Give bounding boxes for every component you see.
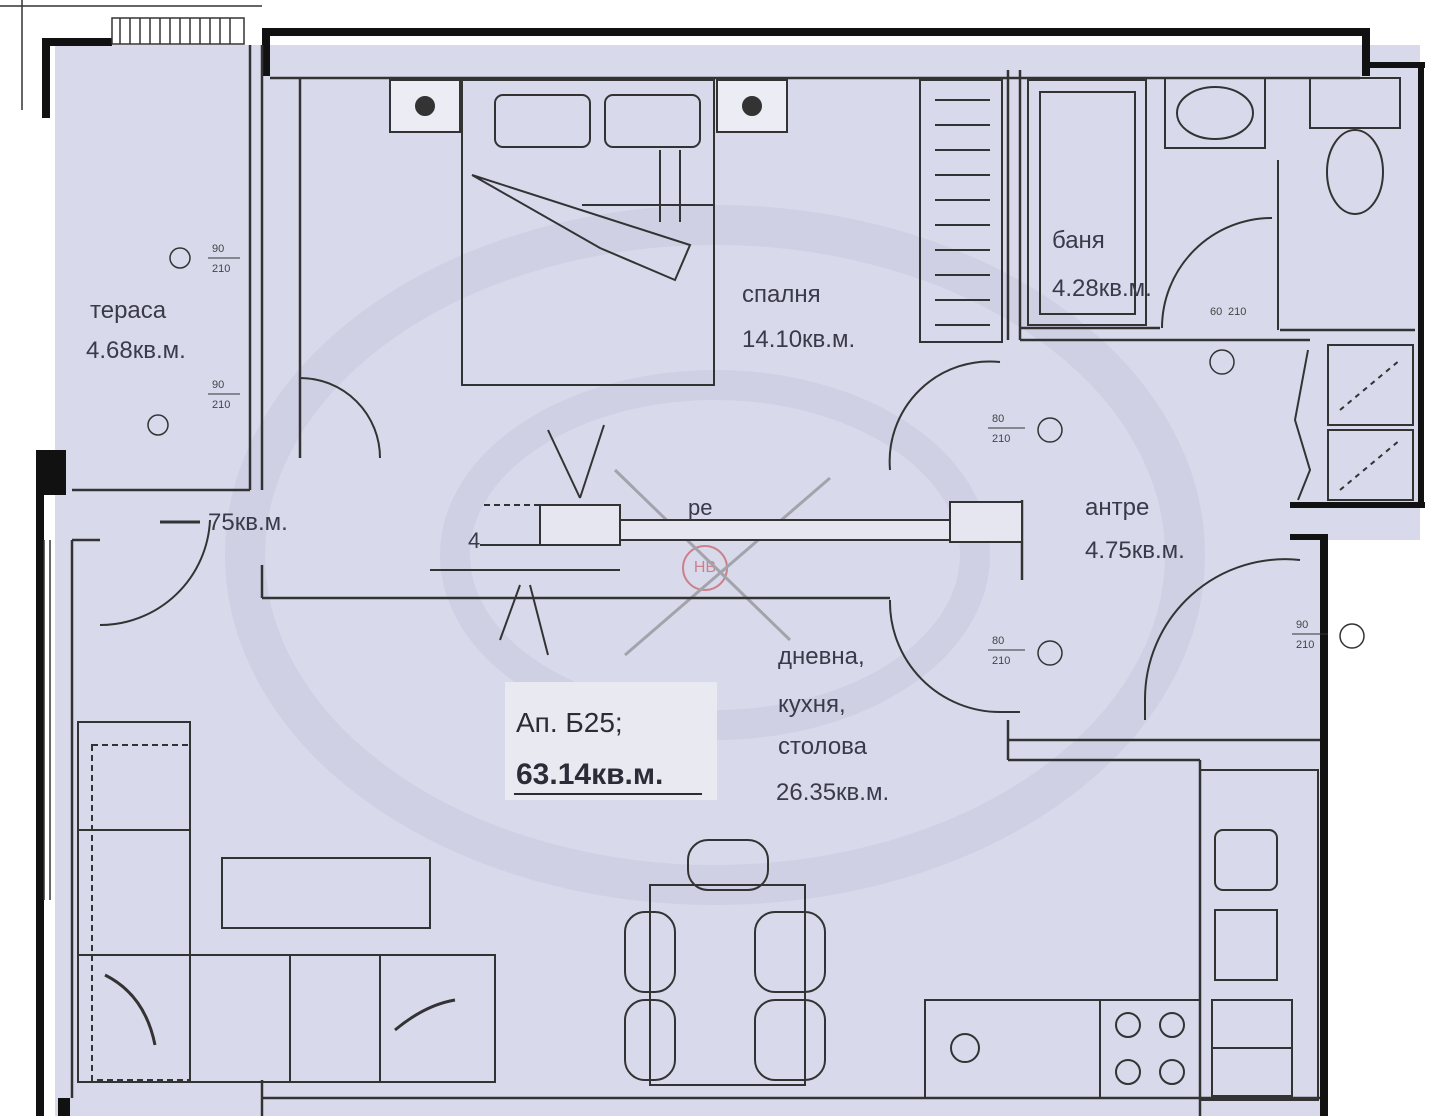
door-dim-top: 60 [1210,306,1222,318]
toilet [1309,77,1401,215]
double-bed [461,79,715,386]
door-dim-top: 90 [212,379,224,391]
small-room-area: 75кв.м. [208,509,288,536]
kitchen-counter [924,769,1319,1101]
door-dim-bottom: 210 [212,263,230,275]
door-tag-terrace-a: 90 210 [169,243,240,275]
bedroom-name: спалня [742,281,821,308]
nightstands [389,79,788,133]
terrace-area: 4.68кв.м. [86,337,186,364]
bathroom-area: 4.28кв.м. [1052,275,1152,302]
door-dim-top: 80 [992,413,1004,425]
apartment-label: Ап. Б25; 63.14кв.м. [505,682,717,800]
washbasin [1164,77,1266,149]
door-tag-entry: 90 210 [1292,619,1365,651]
door-tag-bath: 60 210 [1209,306,1246,375]
corridor-segment [430,501,1023,571]
living-name-line3: столова [778,733,868,760]
living-area: 26.35кв.м. [776,779,889,806]
living-name-line2: кухня, [778,691,846,718]
bathroom-name: баня [1052,227,1105,254]
coffee-table [221,857,431,929]
door-dim-bottom: 210 [992,655,1010,667]
watermark-text: НВ [694,559,716,576]
door-dim-bottom: 210 [992,433,1010,445]
door-tag-hall: 80 210 [988,413,1063,445]
hallway-area: 4.75кв.м. [1085,537,1185,564]
stair-arrows [499,424,605,656]
bathroom-wall [1161,160,1279,330]
walls [36,28,1425,1116]
bathtub [1027,79,1147,326]
door-dim-top: 90 [212,243,224,255]
corridor-fragment: ре [688,495,712,520]
left-window [43,540,51,900]
door-dim-top: 80 [992,635,1004,647]
living-name-line1: дневна, [778,643,865,670]
door-dim-bottom: 210 [212,399,230,411]
door-tag-terrace-b: 90 210 [147,379,240,436]
exterior-right [1325,540,1440,1116]
door-tag-living: 80 210 [988,635,1063,667]
terrace-railing [0,0,262,110]
door-dim-bottom: 210 [1228,306,1246,318]
bedroom-area: 14.10кв.м. [742,326,855,353]
hallway-name: антре [1085,494,1149,521]
door-dim-bottom: 210 [1296,639,1314,651]
shafts [1293,344,1414,501]
apartment-name: Ап. Б25; [516,707,623,738]
stair-number: 4 [468,528,480,553]
apartment-total-area: 63.14кв.м. [516,758,663,791]
dining-table [624,839,826,1086]
door-dim-top: 90 [1296,619,1308,631]
wardrobe [919,79,1003,343]
door-swings [99,360,1301,720]
sofa [77,721,496,1083]
terrace-name: тераса [90,297,167,324]
